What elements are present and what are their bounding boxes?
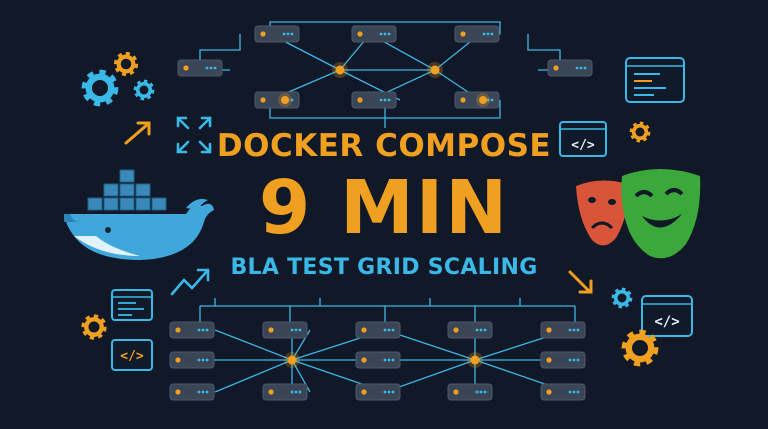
gear-icon (614, 290, 630, 306)
server-node-icon (262, 321, 308, 339)
server-node-icon (540, 351, 586, 369)
server-node-icon (540, 383, 586, 401)
trend-arrow-icon (170, 268, 210, 296)
gear-icon (136, 82, 152, 98)
gear-icon (626, 334, 655, 363)
code-window-icon (111, 289, 153, 321)
title-line-1: DOCKER COMPOSE (216, 128, 552, 164)
docker-whale-icon (64, 169, 214, 260)
server-node-icon (351, 25, 397, 43)
server-node-icon (355, 383, 401, 401)
code-symbol-text: </> (571, 138, 595, 153)
subtitle: BLA TEST GRID SCALING (230, 255, 538, 280)
expand-arrows-icon (176, 116, 212, 154)
server-node-icon (169, 351, 215, 369)
theater-masks-icon (576, 169, 701, 259)
server-node-icon (447, 383, 493, 401)
trend-arrow-icon (124, 121, 151, 145)
server-node-icon (254, 91, 300, 109)
bottom-server-nodes (169, 321, 586, 401)
server-node-icon (540, 321, 586, 339)
server-node-icon (351, 91, 397, 109)
server-node-icon (355, 321, 401, 339)
server-node-icon (169, 383, 215, 401)
trend-arrow-icon (568, 270, 593, 294)
code-window-icon (625, 57, 685, 103)
title-line-2: 9 MIN (258, 165, 510, 251)
server-node-icon (447, 321, 493, 339)
server-node-icon (262, 383, 308, 401)
gear-icon (86, 74, 115, 103)
server-node-icon (355, 351, 401, 369)
server-node-icon (254, 25, 300, 43)
code-window-icon (559, 121, 607, 157)
bottom-hub-points (284, 352, 483, 368)
server-node-icon (169, 321, 215, 339)
code-symbol-text: </> (120, 349, 144, 364)
gear-icon (84, 317, 104, 337)
title-block: DOCKER COMPOSE 9 MIN BLA TEST GRID SCALI… (200, 128, 568, 282)
bottom-network (199, 298, 576, 393)
gear-icon (632, 124, 648, 140)
code-symbol-text: </> (654, 314, 679, 330)
code-window-icon (641, 295, 693, 337)
server-node-icon (177, 59, 223, 77)
top-hub-points (278, 62, 490, 107)
server-node-icon (454, 25, 500, 43)
server-node-icon (547, 59, 593, 77)
code-window-icon (111, 339, 153, 371)
gear-icon (117, 55, 136, 74)
